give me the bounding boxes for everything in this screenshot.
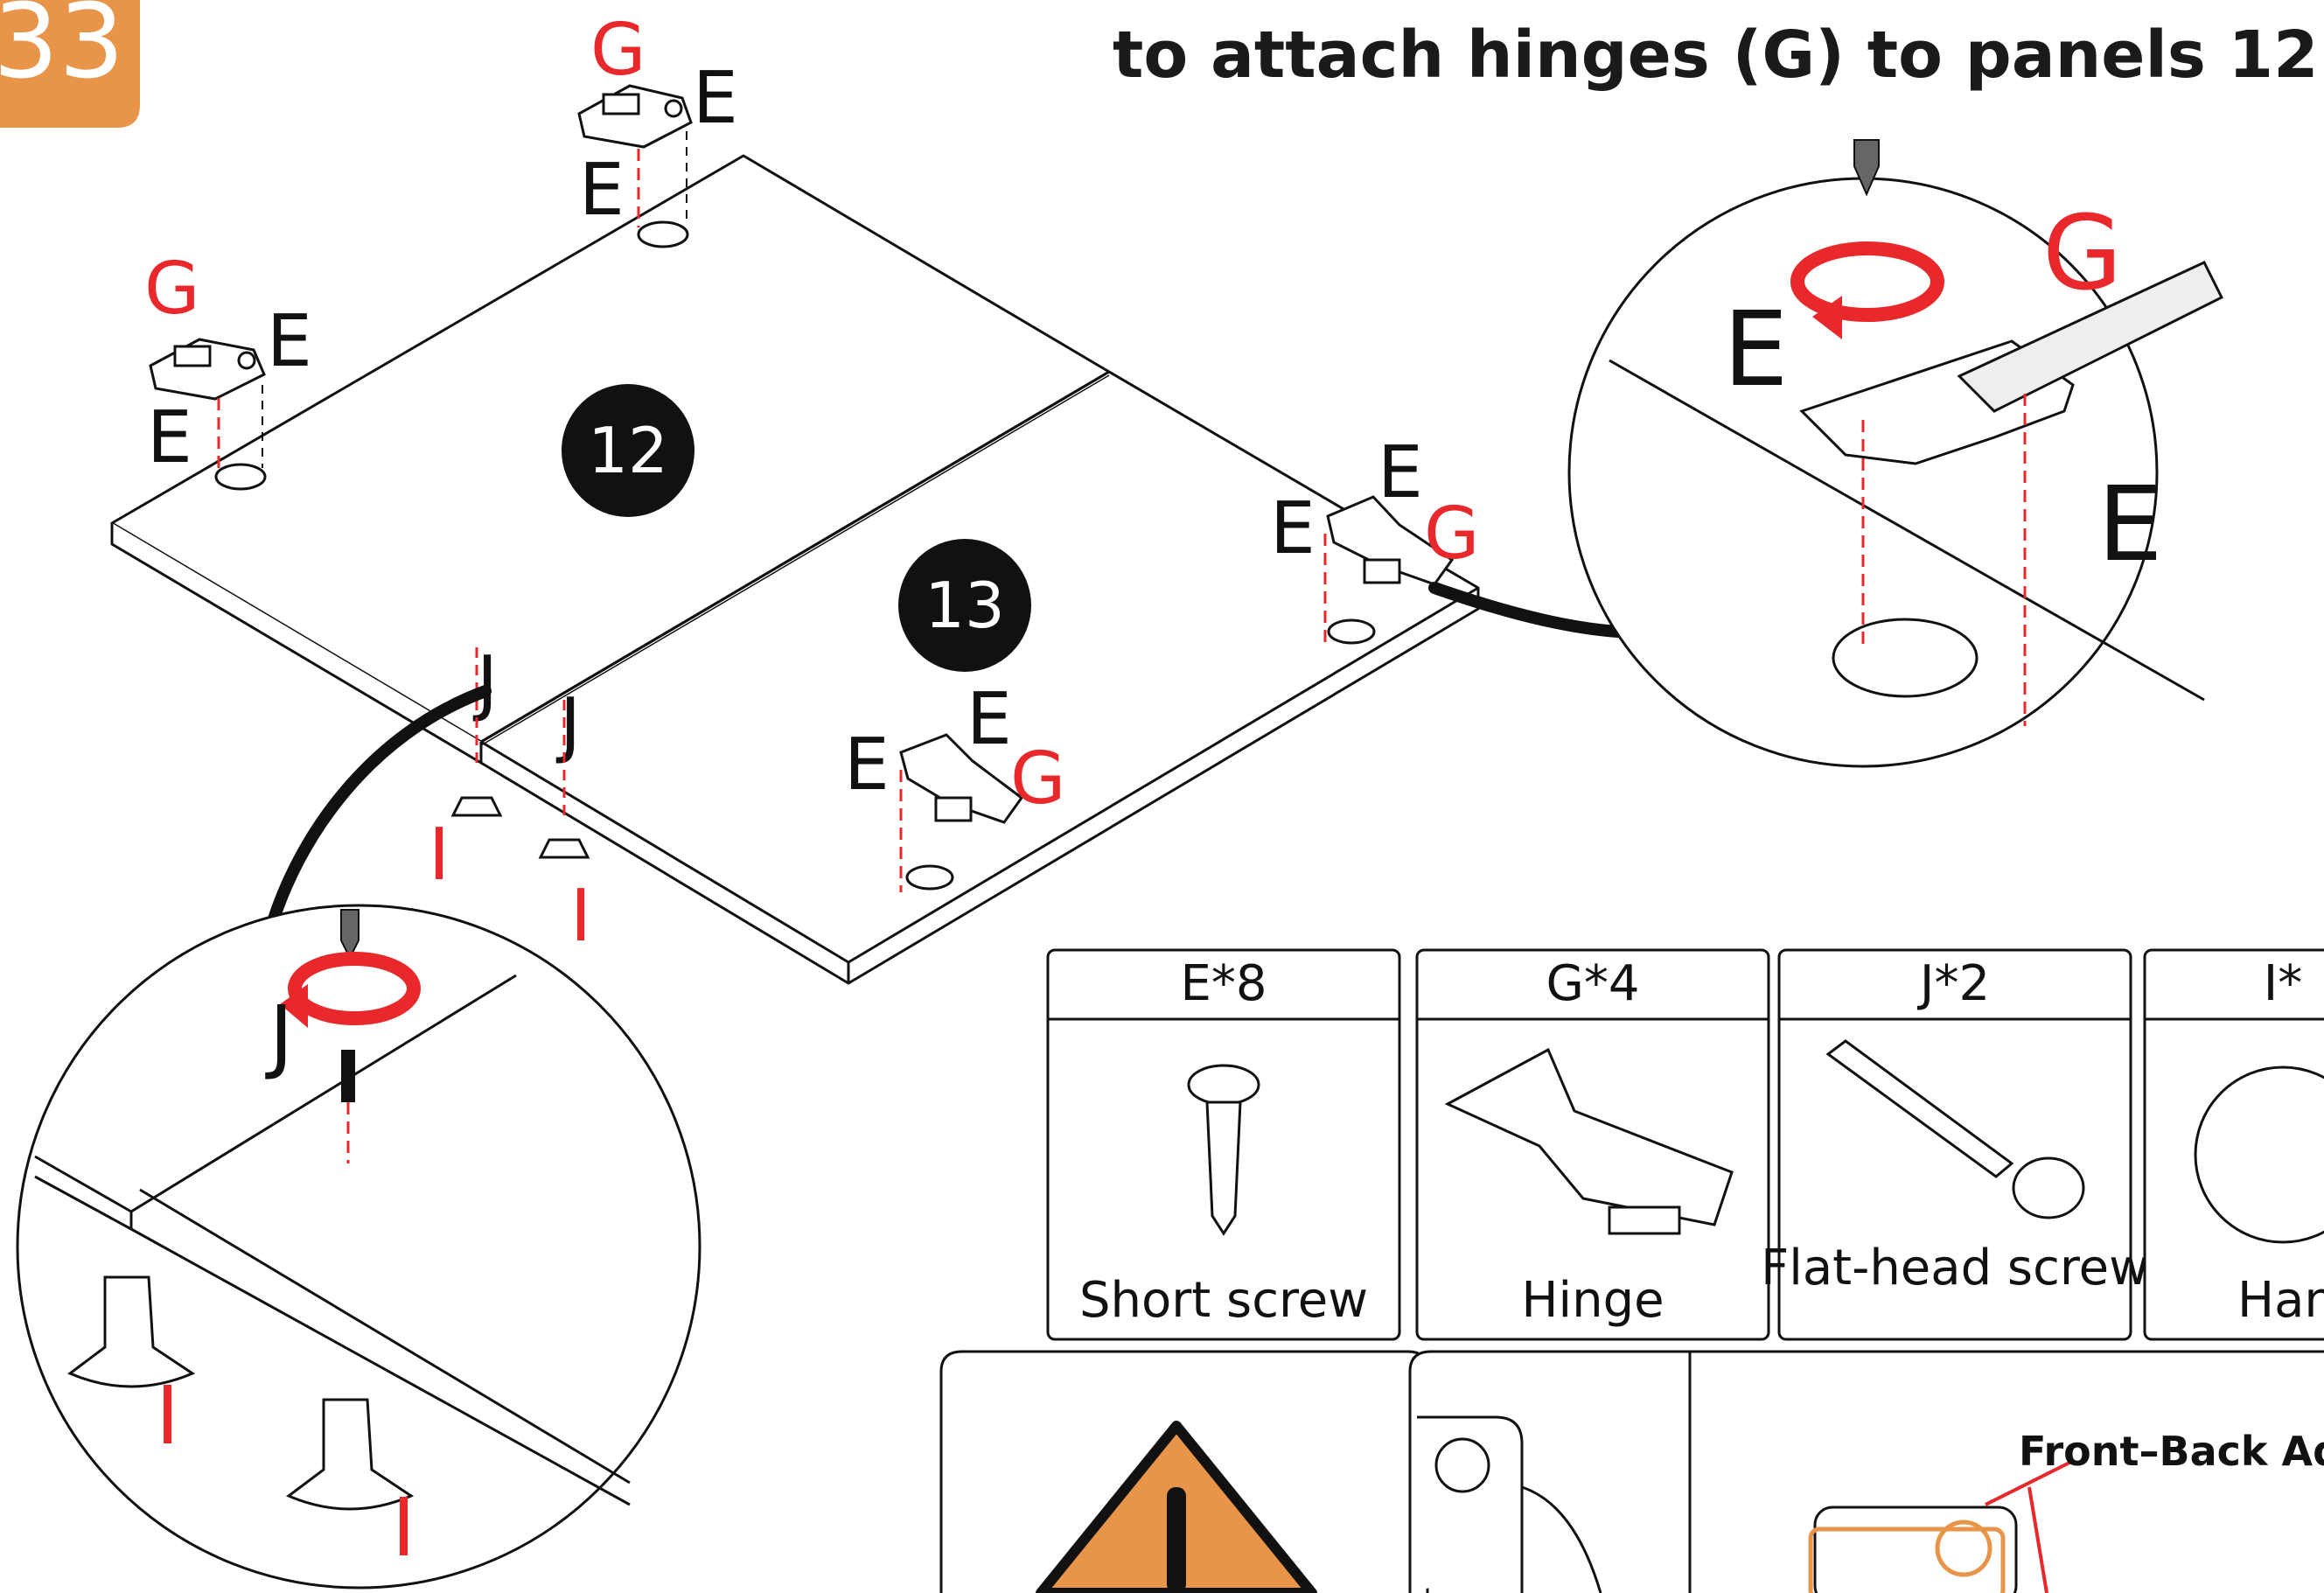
- label-i: I: [570, 875, 591, 958]
- part-code: I*: [2264, 955, 2303, 1012]
- hinge-group-top: G E E: [577, 9, 738, 248]
- part-name: Flat-head screw: [1761, 1240, 2149, 1296]
- label-e: E: [147, 396, 192, 479]
- label-e: E: [693, 57, 738, 140]
- panel-number-13: 13: [925, 569, 1005, 642]
- part-name: Hinge: [1521, 1272, 1664, 1329]
- label-e: E: [844, 723, 890, 807]
- handle-icon: [2194, 1065, 2324, 1244]
- label-e: E: [1270, 487, 1316, 570]
- part-code: J*2: [1917, 955, 1990, 1012]
- part-code: G*4: [1546, 955, 1639, 1012]
- label-j: J: [555, 683, 581, 766]
- zoom-detail-joint: J I I: [16, 904, 701, 1590]
- tip-label: Front–Back Adju: [2019, 1428, 2324, 1475]
- label-e: E: [579, 149, 625, 232]
- part-card: E*8 Short screw: [1046, 948, 1401, 1341]
- panel-badge-12: 12: [562, 384, 694, 517]
- hinge-icon: [577, 84, 693, 149]
- part-card: G*4 Hinge: [1415, 948, 1770, 1341]
- part-card: I* Han: [2143, 948, 2324, 1341]
- label-g: G: [2042, 192, 2122, 313]
- joint-screws: J J I I: [429, 641, 591, 958]
- step-badge: 33: [0, 0, 140, 128]
- label-i: I: [156, 1369, 179, 1463]
- panel-badge-13: 13: [898, 539, 1031, 672]
- instruction-heading: to attach hinges (G) to panels 12 an: [1113, 17, 2324, 93]
- label-i: I: [429, 814, 450, 897]
- parts-table: E*8 Short screw G*4 Hinge J*2: [1046, 948, 2324, 1341]
- part-name: Han: [2237, 1272, 2324, 1329]
- label-i: I: [392, 1481, 415, 1575]
- rotate-arrow-icon: [288, 952, 421, 1025]
- hinge-icon: [1444, 1047, 1734, 1235]
- hinge-icon: [149, 338, 266, 401]
- flat-head-screw-icon: [1825, 1039, 2085, 1219]
- hinge-group-left: G E E: [144, 248, 312, 491]
- hinge-closeup: [1417, 1415, 2074, 1593]
- label-g: G: [1424, 493, 1480, 576]
- adjust-screw-icon: [1935, 1520, 1992, 1577]
- hinge-icon: [1326, 495, 1455, 586]
- label-e: E: [267, 300, 312, 383]
- label-e: E: [1378, 431, 1423, 514]
- hinge-icon: [899, 733, 1024, 824]
- tips-row: Front–Back Adju: [939, 1350, 2324, 1593]
- callout-connector: [1428, 582, 1624, 638]
- hinge-group-right: E E G: [1270, 431, 1480, 647]
- callout-connector: [265, 685, 492, 933]
- label-e: E: [967, 678, 1012, 761]
- part-code: E*8: [1180, 955, 1267, 1012]
- label-e: E: [2097, 464, 2163, 584]
- hinge-group-bottom: E E G: [844, 678, 1066, 892]
- step-number: 33: [0, 0, 124, 101]
- label-g: G: [1010, 737, 1066, 821]
- label-e: E: [1723, 289, 1789, 409]
- label-j: J: [265, 989, 293, 1082]
- short-screw-icon: [1187, 1064, 1260, 1236]
- zoom-detail-hinge: G E E: [1567, 139, 2224, 768]
- label-g: G: [590, 9, 646, 92]
- panel-number-12: 12: [588, 414, 668, 487]
- part-card: J*2 Flat-head screw: [1761, 948, 2149, 1341]
- label-g: G: [144, 248, 200, 331]
- rotate-arrow-icon: [1790, 241, 1944, 322]
- part-name: Short screw: [1079, 1272, 1368, 1329]
- warning-icon: [1036, 1421, 1317, 1593]
